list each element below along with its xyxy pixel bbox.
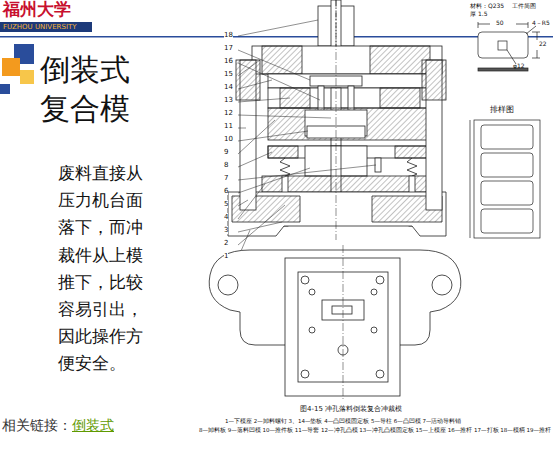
figure-caption: 图4-15 冲孔落料倒装复合冲裁模 [300,405,402,413]
deco-square [20,70,34,84]
link-prefix: 相关链接： [2,417,72,433]
deco-square [0,84,10,94]
callout-number: 9 [224,148,228,156]
sketch-title: 工件简图 [512,3,536,10]
callout-number: 13 [224,96,233,104]
callout-number: 17 [224,44,233,52]
callout-number: 16 [224,57,233,65]
callout-number: 1 [224,252,228,260]
section-view [228,0,446,258]
callout-number: 5 [224,200,228,208]
callout-number: 3 [224,226,228,234]
header-rule [0,36,553,38]
logo-band [0,22,92,32]
parts-list: 1—下模座 2—卸料螺钉 3、14—垫板 4—凸凹模固定板 5—导柱 6—凸凹模… [225,418,461,424]
workpiece-sketch [478,22,540,71]
callout-number: 8 [224,161,228,169]
callout-number: 7 [224,174,228,182]
callout-number: 15 [224,70,233,78]
callout-number: 18 [224,31,233,39]
material-note: 材料：Q235 [470,3,504,10]
callout-number: 12 [224,109,233,117]
slide-title: 倒装式复合模 [40,50,136,128]
strip-layout [470,120,540,238]
body-text: 废料直接从压力机台面落下，而冲裁件从上模推下，比较容易引出，因此操作方便安全。 [58,160,148,378]
callout-number: 4 [224,213,228,221]
logo-text: 福州大学 [3,0,71,20]
callout-number: 10 [224,135,233,143]
plan-view [209,245,461,400]
callout-number: 6 [224,187,228,195]
dimension: 50 [496,20,504,27]
thickness-note: 厚 1.5 [470,11,487,18]
dimension: φ12 [513,63,525,70]
deco-square [2,58,20,76]
dimension: 4－R5 [532,20,550,27]
strip-title: 排样图 [490,105,514,114]
callout-number: 11 [224,122,233,130]
logo-subtitle: FUZHOU UNIVERSITY [3,23,77,31]
link-text: 倒装式 [72,417,114,433]
callout-number: 2 [224,239,228,247]
dimension: 22 [539,41,547,48]
callout-number: 14 [224,83,233,91]
parts-list: 8—卸料板 9—落料凹模 10—推件板 11—导套 12—冲孔凸模 13—冲孔凸… [199,427,551,433]
